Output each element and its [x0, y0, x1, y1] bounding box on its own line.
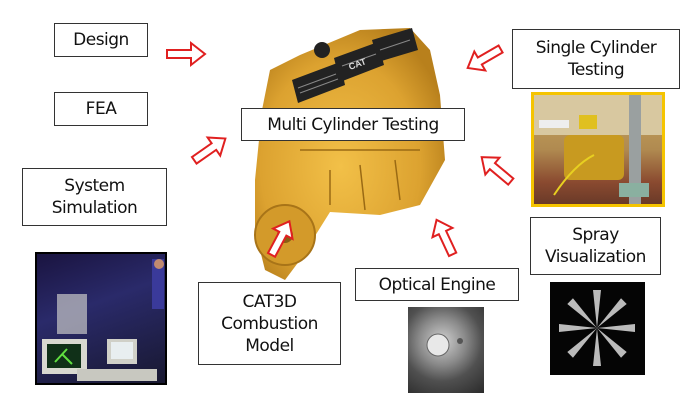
system-simulation-line2: Simulation	[51, 198, 138, 218]
cat3d-line1: CAT3D	[242, 291, 297, 312]
arrow-design-to-center	[166, 40, 207, 68]
center-box: Multi Cylinder Testing	[241, 108, 465, 141]
spray-image	[550, 282, 645, 375]
optical-engine-label: Optical Engine	[378, 274, 496, 295]
simulation-lab-photo	[35, 252, 167, 385]
arrow-single-to-center	[466, 44, 504, 72]
arrow-simulation-to-center	[190, 136, 227, 165]
spray-line2: Visualization	[545, 247, 646, 267]
arrow-optical-to-center	[431, 218, 458, 258]
single-cylinder-line2: Testing	[567, 60, 625, 80]
spray-line1: Spray	[572, 225, 619, 245]
optical-engine-box: Optical Engine	[355, 268, 519, 301]
center-label: Multi Cylinder Testing	[267, 114, 439, 135]
cat3d-line2: Combustion	[221, 313, 318, 334]
single-cylinder-line1: Single Cylinder	[535, 38, 657, 58]
arrow-spray-to-center	[480, 156, 515, 187]
system-simulation-line1: System	[64, 176, 125, 196]
optical-engine-photo	[408, 307, 484, 393]
single-cylinder-photo	[531, 92, 665, 207]
fea-box: FEA	[54, 92, 148, 126]
arrow-cat3d-to-center	[266, 219, 294, 259]
fea-label: FEA	[85, 99, 117, 119]
design-box: Design	[54, 23, 148, 57]
design-label: Design	[73, 30, 129, 50]
cat3d-line3: Model	[245, 335, 294, 356]
